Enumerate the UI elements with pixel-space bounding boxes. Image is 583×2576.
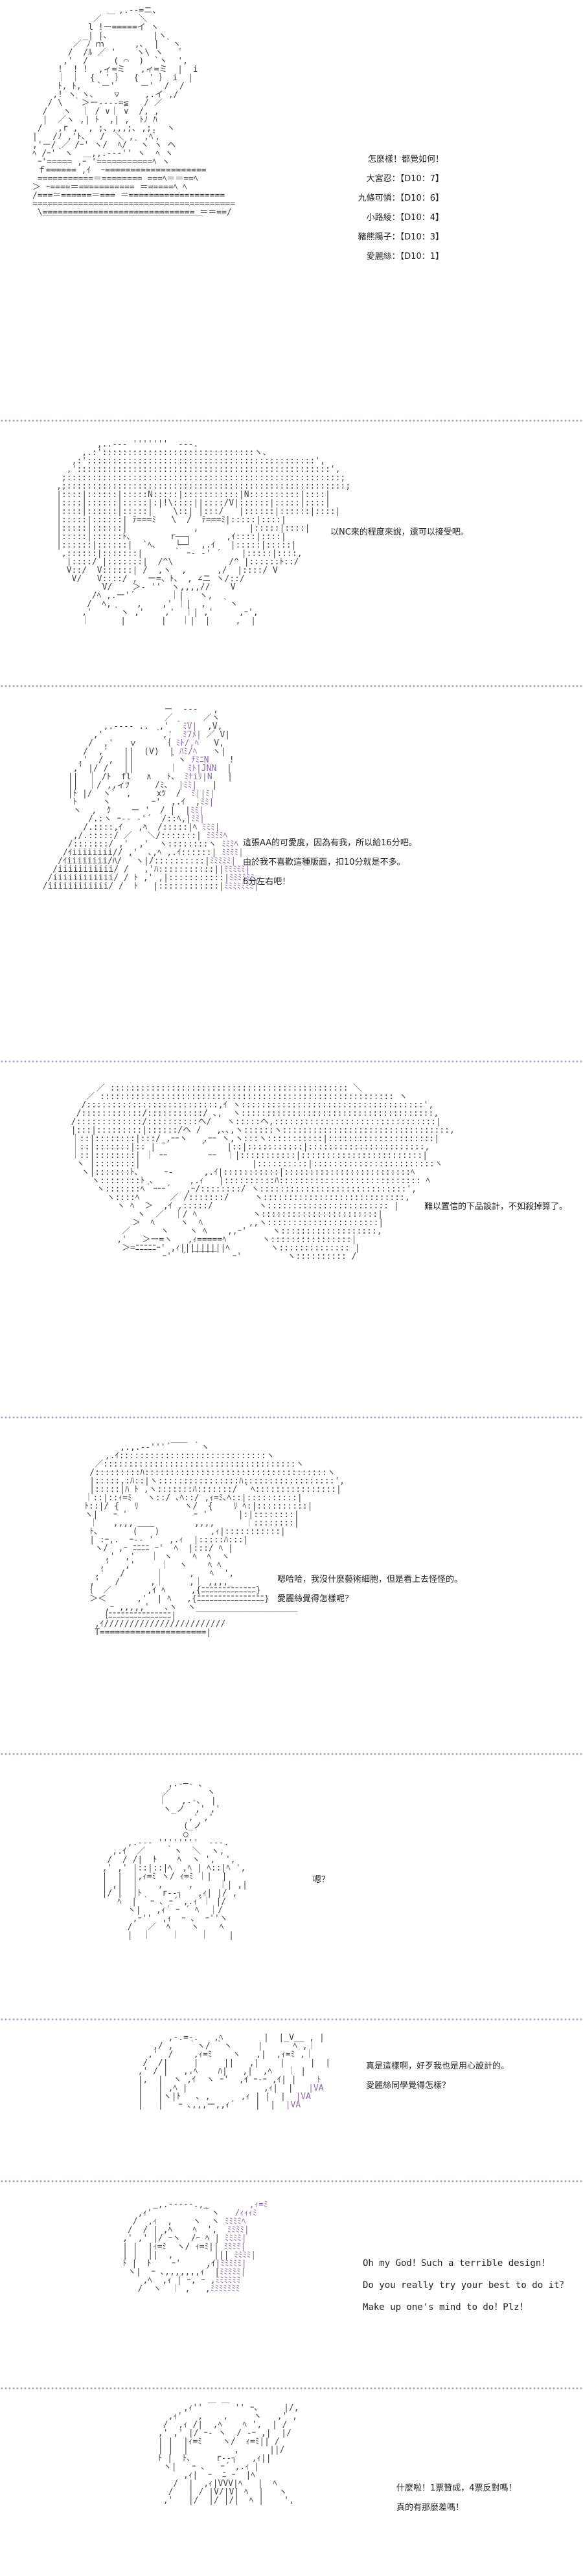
dialogue: 這張AA的可愛度，因為有我，所以給16分吧。 由於我不喜歡這種版面，扣10分就是…: [243, 834, 417, 892]
ascii-art-character: ,-.=-. ,ﾍ | |_V__ , | ,/ , ｀ヽ/ ｀ヽ | ﾍ ,｜…: [137, 2033, 331, 2110]
ascii-art-character: _,.-‐‐‐-.,_ ,ｨ=ﾐ ,ｨ' ｀ヽ /ｨｨｨﾐ / ,ｨ , ヽ ヽ…: [97, 2200, 268, 2294]
rating-aya: 小路綾：【D10：4】: [366, 213, 444, 223]
separator-3: [0, 1059, 583, 1064]
panel-7: ,-.=-. ,ﾍ | |_V__ , | ,/ , ｀ヽ/ ｀ヽ | ﾍ ,｜…: [0, 2026, 583, 2175]
panel-3: ー ‐‐‐ , ／ ／ヽ ,.-‐‐- .. ,' ＾ﾐV| ,V, ,' ｀,…: [0, 693, 583, 1055]
ascii-art-character: ,..-‐‐ ''''''' ‐‐-. ,.:'::::::::::::::::…: [56, 439, 351, 626]
dialogue-line-3: Make up one's mind to do！Plz！: [363, 2302, 529, 2313]
rating-alice: 愛麗絲：【D10：1】: [366, 252, 444, 261]
rating-title: 怎麼樣！都覺如何！: [367, 155, 444, 164]
ascii-art-character: ,.--=ニ、 ／ ￣ ＼ l !ー=====イ ヽ _| |､ |ヽ ／ ﾉ …: [32, 6, 236, 226]
panel-4: ／ ::::::::::::::::::::::::::::::::::::::…: [0, 1068, 583, 1411]
separator-4: [0, 1415, 583, 1420]
panel-2: ,..-‐‐ ''''''' ‐‐-. ,.:'::::::::::::::::…: [0, 427, 583, 680]
ascii-art-character: ,.-─‐ 、 ／ ヽ ｜ ,.‐､ | ヽ_ノ ,' ,' ,' ,' (_ノ…: [102, 1779, 247, 1940]
dialogue-line-1: 嗯？: [313, 1875, 330, 1885]
dialogue-line-1: 真是這樣啊，好歹我也是用心設計的。: [366, 2061, 510, 2071]
dialogue-line-2: 愛麗絲覺得怎樣呢？: [277, 1594, 354, 1604]
separator-8: [0, 2386, 583, 2391]
separator-7: [0, 2179, 583, 2184]
dialogue-line-1: 難以置信的下品設計，不如殺掉算了。: [424, 1202, 568, 1212]
rating-karen: 九條可憐：【D10：6】: [358, 194, 444, 203]
dialogue: 嗯？: [313, 1871, 330, 1890]
dialogue-line-1: 什麼啦！1票贊成，4票反對嗎！: [396, 2483, 517, 2493]
dialogue: 真是這樣啊，好歹我也是用心設計的。 愛麗絲同學覺得怎樣？: [366, 2057, 509, 2096]
ascii-art-character: ／ ::::::::::::::::::::::::::::::::::::::…: [71, 1083, 455, 1261]
dialogue: Oh my God！Such a terrible design！ Do you…: [363, 2252, 568, 2318]
dialogue-line-1: 這張AA的可愛度，因為有我，所以給16分吧。: [243, 838, 417, 848]
rating-shinobu: 大宮忍：【D10：7】: [366, 174, 444, 184]
dialogue: 什麼啦！1票贊成，4票反對嗎！ 真的有那麼差嗎！: [396, 2479, 517, 2518]
panel-8: _,.-‐‐‐-.,_ ,ｨ=ﾐ ,ｨ' ｀ヽ /ｨｨｨﾐ / ,ｨ , ヽ ヽ…: [0, 2188, 583, 2382]
panel-1: ,.--=ニ、 ／ ￣ ＼ l !ー=====イ ヽ _| |､ |ヽ ／ ﾉ …: [0, 0, 583, 414]
panel-5: ,.,.--'''´￣￣ ｀ヽ ,.ｲ:::::::::::::::::::::…: [0, 1424, 583, 1748]
dialogue-line-2: Do you really try your best to do it？: [363, 2280, 569, 2291]
dialogue-line-2: 真的有那麼差嗎！: [396, 2503, 464, 2513]
ascii-art-character: ,.,.--'''´￣￣ ｀ヽ ,.ｲ:::::::::::::::::::::…: [84, 1443, 345, 1638]
panel-6: ,.-─‐ 、 ／ ヽ ｜ ,.‐､ | ヽ_ノ ,' ,' ,' ,' (_ノ…: [0, 1760, 583, 2013]
dialogue-line-3: 6分左右吧！: [243, 877, 291, 887]
dialogue-line-1: 以NC來的程度來說，還可以接受吧。: [330, 527, 469, 537]
dialogue-line-2: 愛麗絲同學覺得怎樣？: [366, 2081, 451, 2091]
dialogue-line-1: 嗯哈哈，我沒什麼藝術細胞，但是看上去怪怪的。: [277, 1575, 463, 1584]
dialogue: 以NC來的程度來說，還可以接受吧。: [330, 523, 469, 542]
rating-yoko: 豬熊陽子：【D10：3】: [358, 232, 444, 242]
dialogue: 嗯哈哈，我沒什麼藝術細胞，但是看上去怪怪的。 愛麗絲覺得怎樣呢？: [277, 1570, 463, 1609]
panel-9: ,ｨ'' ￣ ￣ '' ｰ､ |/, ,ｨ' , , ヽ ,' , / ,ｨ /…: [0, 2395, 583, 2576]
separator-1: [0, 418, 583, 423]
separator-6: [0, 2017, 583, 2022]
dialogue-line-1: Oh my God！Such a terrible design！: [363, 2258, 551, 2269]
ascii-art-character: ,ｨ'' ￣ ￣ '' ｰ､ |/, ,ｨ' , , ヽ ,' , / ,ｨ /…: [157, 2403, 299, 2505]
separator-5: [0, 1751, 583, 1757]
dialogue-line-2: 由於我不喜歡這種版面，扣10分就是不多。: [243, 858, 406, 867]
separator-2: [0, 683, 583, 689]
ascii-art-character: ー ‐‐‐ , ／ ／ヽ ,.-‐‐- .. ,' ＾ﾐV| ,V, ,' ｀,…: [42, 705, 260, 891]
rating-lines: 怎麼樣！都覺如何！ 大宮忍：【D10：7】 九條可憐：【D10：6】 小路綾：【…: [358, 150, 444, 267]
dialogue: 難以置信的下品設計，不如殺掉算了。: [424, 1197, 567, 1217]
